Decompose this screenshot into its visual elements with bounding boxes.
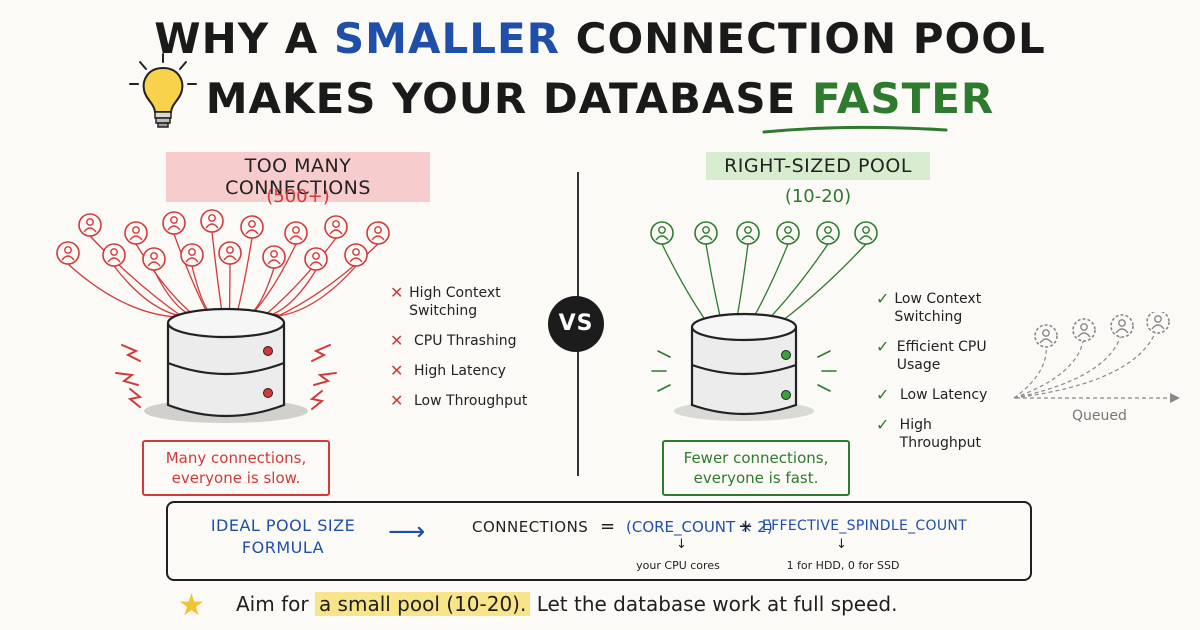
faster-underline xyxy=(762,125,948,134)
list-item: ✓High Throughput xyxy=(876,415,981,452)
title-emphasis-faster: FASTER xyxy=(811,74,995,123)
user-icon xyxy=(304,247,328,271)
user-icon xyxy=(1110,314,1134,338)
title-emphasis-smaller: SMALLER xyxy=(333,14,561,63)
user-icon xyxy=(736,221,760,245)
check-icon: ✓ xyxy=(876,415,890,434)
left-problems-list: ✕High Context Switching ✕CPU Thrashing ✕… xyxy=(390,284,540,422)
arrow-down-icon: ↓ xyxy=(836,537,847,552)
user-icon xyxy=(78,213,102,237)
title-line-1: WHY A SMALLER CONNECTION POOL xyxy=(0,14,1200,63)
right-connections-diagram xyxy=(650,221,878,421)
list-item: ✕High Latency xyxy=(390,361,506,380)
user-icon xyxy=(854,221,878,245)
lightbulb-icon xyxy=(129,53,197,128)
formula-label: IDEAL POOL SIZE FORMULA xyxy=(210,516,356,557)
formula-box: IDEAL POOL SIZE FORMULA ⟶ CONNECTIONS = … xyxy=(166,501,1032,581)
user-icon xyxy=(344,243,368,267)
user-icon xyxy=(240,215,264,239)
user-icon xyxy=(56,241,80,265)
user-icon xyxy=(776,221,800,245)
star-icon: ★ xyxy=(178,588,205,623)
user-icon xyxy=(1034,324,1058,348)
arrow-right-icon: ⟶ xyxy=(388,517,426,547)
check-icon: ✓ xyxy=(876,289,890,308)
queued-label: Queued xyxy=(1072,408,1127,424)
left-heading: TOO MANY CONNECTIONS xyxy=(166,152,430,202)
user-icon xyxy=(694,221,718,245)
right-caption: Fewer connections, everyone is fast. xyxy=(662,440,850,496)
formula-spindle-note: 1 for HDD, 0 for SSD xyxy=(786,559,900,572)
formula-equals: = xyxy=(600,516,616,537)
title-text: MAKES YOUR DATABASE xyxy=(205,74,812,123)
left-connections-diagram xyxy=(56,209,390,423)
bottom-takeaway: Aim for a small pool (10-20). Let the da… xyxy=(236,592,898,616)
list-item: ✓Efficient CPU Usage xyxy=(876,337,987,374)
user-icon xyxy=(218,241,242,265)
list-item: ✕Low Throughput xyxy=(390,391,528,410)
takeaway-highlight: a small pool (10-20). xyxy=(314,592,531,616)
check-icon: ✓ xyxy=(876,337,890,356)
right-benefits-list: ✓Low Context Switching ✓Efficient CPU Us… xyxy=(876,290,1016,464)
user-icon xyxy=(1072,318,1096,342)
right-subheading: (10-20) xyxy=(784,186,852,207)
list-item: ✓Low Latency xyxy=(876,385,988,404)
x-icon: ✕ xyxy=(390,331,404,350)
list-item: ✓Low Context Switching xyxy=(876,289,982,326)
user-icon xyxy=(262,245,286,269)
right-database-icon xyxy=(674,312,814,421)
formula-core-term: (CORE_COUNT × 2) xyxy=(626,518,773,536)
list-item: ✕CPU Thrashing xyxy=(390,331,517,350)
user-icon xyxy=(200,209,224,233)
arrow-down-icon: ↓ xyxy=(676,537,687,552)
user-icon xyxy=(180,243,204,267)
x-icon: ✕ xyxy=(390,361,404,380)
user-icon xyxy=(124,221,148,245)
user-icon xyxy=(142,247,166,271)
user-icon xyxy=(162,211,186,235)
left-database-icon xyxy=(144,307,308,423)
formula-spindle-term: EFFECTIVE_SPINDLE_COUNT xyxy=(762,518,967,534)
user-icon xyxy=(816,221,840,245)
vs-badge: VS xyxy=(548,296,604,352)
user-icon xyxy=(324,215,348,239)
x-icon: ✕ xyxy=(390,391,404,410)
title-text: WHY A xyxy=(154,14,334,63)
user-icon xyxy=(650,221,674,245)
title-line-2: MAKES YOUR DATABASE FASTER xyxy=(0,74,1200,123)
user-icon xyxy=(366,221,390,245)
title-text: CONNECTION POOL xyxy=(560,14,1046,63)
left-caption: Many connections, everyone is slow. xyxy=(142,440,330,496)
x-icon: ✕ xyxy=(390,283,404,302)
queued-connections-diagram xyxy=(1013,312,1180,403)
right-heading: RIGHT-SIZED POOL xyxy=(706,152,930,180)
formula-plus: + xyxy=(738,516,754,537)
left-subheading: (500+) xyxy=(266,186,330,207)
user-icon xyxy=(102,243,126,267)
check-icon: ✓ xyxy=(876,385,890,404)
list-item: ✕High Context Switching xyxy=(390,283,501,320)
formula-core-note: your CPU cores xyxy=(636,559,720,572)
user-icon xyxy=(284,221,308,245)
user-icon xyxy=(1146,312,1170,334)
formula-connections: CONNECTIONS xyxy=(472,518,589,536)
